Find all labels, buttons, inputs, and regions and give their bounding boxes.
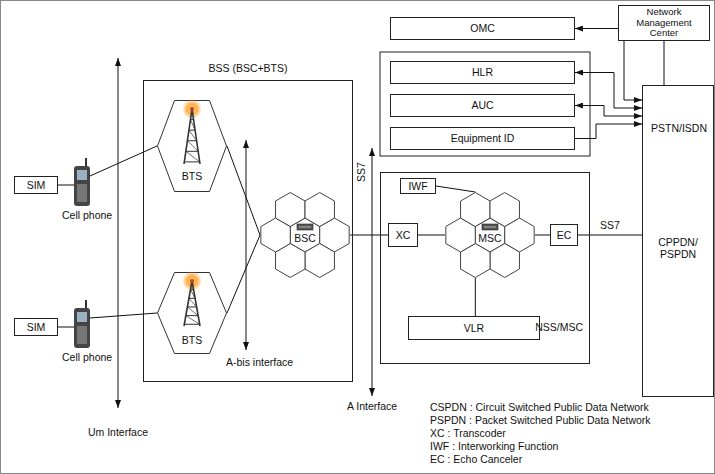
database-box: VLR — [408, 316, 540, 340]
connector — [227, 146, 260, 235]
antenna-tower — [184, 109, 200, 164]
connector — [664, 41, 665, 85]
database-box: HLR — [390, 61, 575, 84]
connector — [350, 235, 388, 236]
bts-hexagon: BTS — [157, 272, 227, 354]
database-box: AUC — [390, 94, 575, 117]
canceler-box: EC — [550, 224, 578, 246]
connector — [575, 73, 642, 109]
node-label: Network Management Center — [619, 7, 709, 40]
node-label: Equipment ID — [448, 132, 518, 144]
device-label: Cell phone — [62, 209, 112, 221]
node-label: BTS — [157, 334, 227, 346]
cell-phone-icon — [74, 158, 90, 206]
connector — [436, 186, 475, 192]
subsystem-box: NSS/MSC IWF XC MSC EC VLR — [380, 172, 590, 364]
antenna-tower — [184, 281, 200, 326]
bts-hexagon: BTS — [157, 100, 227, 192]
sim-box: SIM — [14, 176, 58, 194]
legend-note: PSPDN : Packet Switched Public Data Netw… — [430, 414, 651, 426]
legend-note: CSPDN : Circuit Switched Public Data Net… — [430, 401, 649, 413]
network-box: PSTN/ISDN CPPDN/ PSPDN — [642, 85, 714, 397]
node-label: NSS/MSC — [535, 321, 583, 333]
management-box: Network Management Center — [618, 5, 710, 41]
legend-note: EC : Echo Canceler — [430, 453, 522, 465]
msc-hexagon-cluster: MSC — [445, 192, 535, 278]
subsystem-box: BSS (BSC+BTS)BTSBSCBTS — [143, 80, 353, 382]
connector — [535, 235, 550, 236]
node-label: BTS — [157, 170, 227, 182]
node-label: AUC — [468, 99, 496, 111]
radio-link — [90, 146, 157, 176]
connector — [475, 278, 476, 316]
sim-box: SIM — [14, 318, 58, 336]
um-interface-arrow — [118, 58, 119, 408]
abis-interface-arrow — [246, 140, 247, 350]
node-label: VLR — [461, 322, 487, 334]
connector — [575, 124, 642, 139]
legend-note: IWF : Interworking Function — [430, 440, 558, 452]
node-label: MSC — [445, 232, 535, 244]
process-box: OMC — [390, 17, 575, 40]
connector — [418, 235, 445, 236]
node-label: BSS (BSC+BTS) — [144, 62, 352, 74]
a-interface-arrow — [372, 148, 373, 396]
node-label: HLR — [469, 66, 496, 78]
node-label: IWF — [405, 180, 430, 192]
node-label: SIM — [24, 179, 49, 191]
device-label: Cell phone — [62, 351, 112, 363]
connector — [227, 235, 260, 313]
connector — [575, 106, 642, 117]
sim-wire — [58, 327, 74, 328]
node-label: BSC — [260, 232, 350, 244]
function-box: IWF — [400, 178, 436, 194]
legend-note: XC : Transcoder — [430, 427, 506, 439]
database-box: Equipment ID — [390, 127, 575, 150]
interface-label: Um Interface — [88, 426, 148, 438]
radio-link — [90, 313, 157, 318]
node-label: PSTN/ISDN — [643, 122, 713, 134]
interface-label: A-bis interface — [226, 356, 293, 368]
cell-phone-icon — [74, 300, 90, 348]
node-label: OMC — [467, 22, 498, 34]
node-label: XC — [393, 229, 414, 241]
node-label: EC — [554, 229, 575, 241]
edge-label: SS7 — [599, 219, 621, 231]
transcoder-box: XC — [388, 223, 418, 247]
node-label: CPPDN/ PSPDN — [643, 236, 713, 260]
switch-device — [482, 224, 498, 230]
database-group-box — [380, 52, 590, 156]
switch-device — [297, 224, 313, 230]
node-label: SIM — [24, 321, 49, 333]
connector — [578, 235, 642, 236]
signalling-label: SS7 — [355, 162, 367, 182]
interface-label: A Interface — [347, 400, 397, 412]
sim-wire — [58, 185, 74, 186]
bsc-hexagon-cluster: BSC — [260, 192, 350, 278]
